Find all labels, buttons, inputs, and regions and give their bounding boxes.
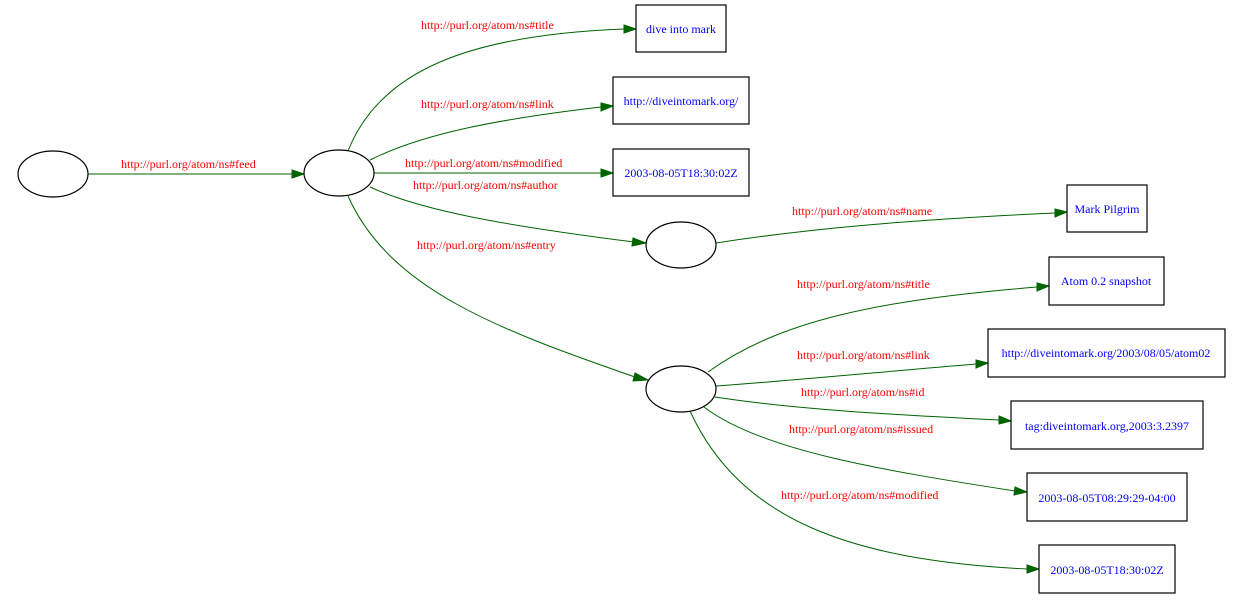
edge-label-entry-issued: http://purl.org/atom/ns#issued (789, 422, 933, 436)
edge-label-feed: http://purl.org/atom/ns#feed (121, 157, 256, 171)
edge-label-author-name: http://purl.org/atom/ns#name (792, 204, 932, 218)
literal-text: http://diveintomark.org/2003/08/05/atom0… (1002, 346, 1211, 360)
blank-node-author[interactable] (645, 221, 717, 269)
blank-node-root[interactable] (17, 150, 89, 198)
edge-feed-author (369, 186, 635, 243)
literal-nodes: dive into mark http://diveintomark.org/ … (612, 4, 1226, 594)
arrowhead-icon (600, 102, 615, 112)
edge-label-entry-modified: http://purl.org/atom/ns#modified (781, 488, 938, 502)
literal-text: 2003-08-05T18:30:02Z (624, 166, 737, 180)
edge-label-feed-entry: http://purl.org/atom/ns#entry (417, 238, 556, 252)
edge-label-feed-modified: http://purl.org/atom/ns#modified (405, 156, 562, 170)
arrowhead-icon (631, 237, 648, 247)
literal-node-entry-title[interactable]: Atom 0.2 snapshot (1048, 256, 1165, 306)
edge-entry-issued (703, 406, 1016, 492)
edge-label-feed-link: http://purl.org/atom/ns#link (421, 97, 554, 111)
arrowhead-icon (998, 415, 1013, 425)
arrowhead-icon (1054, 208, 1069, 218)
literal-node-feed-modified[interactable]: 2003-08-05T18:30:02Z (612, 148, 750, 197)
edge-entry-link (715, 363, 977, 387)
blank-node-feed[interactable] (303, 149, 375, 197)
arrowhead-icon (600, 168, 615, 178)
literal-text: 2003-08-05T08:29:29-04:00 (1038, 491, 1175, 505)
edge-label-entry-title: http://purl.org/atom/ns#title (797, 277, 930, 291)
literal-node-author-name[interactable]: Mark Pilgrim (1066, 184, 1148, 233)
arrowhead-icon (1013, 486, 1029, 496)
edge-author-name (715, 212, 1056, 244)
literal-node-entry-modified[interactable]: 2003-08-05T18:30:02Z (1038, 544, 1176, 594)
arrowhead-icon (975, 359, 990, 369)
literal-text: tag:diveintomark.org,2003:3.2397 (1025, 419, 1189, 433)
blank-node-entry[interactable] (645, 365, 717, 413)
edge-entry-modified (689, 410, 1028, 570)
literal-text: Atom 0.2 snapshot (1061, 274, 1152, 288)
edges: http://purl.org/atom/ns#feed http://purl… (88, 18, 1069, 574)
literal-node-entry-id[interactable]: tag:diveintomark.org,2003:3.2397 (1010, 400, 1204, 450)
edge-feed-title (347, 28, 625, 152)
literal-text: dive into mark (646, 22, 716, 36)
arrowhead-icon (623, 24, 638, 34)
literal-node-feed-title[interactable]: dive into mark (635, 4, 727, 53)
arrowhead-icon (1036, 282, 1051, 292)
edge-label-entry-id: http://purl.org/atom/ns#id (801, 385, 924, 399)
literal-node-entry-link[interactable]: http://diveintomark.org/2003/08/05/atom0… (987, 328, 1226, 378)
arrowhead-icon (1026, 564, 1041, 574)
arrowhead-icon (291, 169, 306, 179)
literal-text: http://diveintomark.org/ (624, 94, 739, 108)
edge-feed-entry (347, 195, 636, 378)
edge-entry-title (707, 286, 1038, 373)
arrowhead-icon (632, 372, 650, 382)
edge-label-entry-link: http://purl.org/atom/ns#link (797, 348, 930, 362)
edge-entry-id (714, 396, 1000, 421)
literal-text: Mark Pilgrim (1075, 202, 1141, 216)
edge-label-feed-title: http://purl.org/atom/ns#title (421, 18, 554, 32)
literal-node-entry-issued[interactable]: 2003-08-05T08:29:29-04:00 (1026, 472, 1188, 522)
literal-text: 2003-08-05T18:30:02Z (1050, 563, 1163, 577)
literal-node-feed-link[interactable]: http://diveintomark.org/ (612, 76, 750, 125)
edge-label-feed-author: http://purl.org/atom/ns#author (413, 178, 558, 192)
blank-nodes (17, 149, 717, 413)
edge-feed-link (369, 106, 602, 161)
